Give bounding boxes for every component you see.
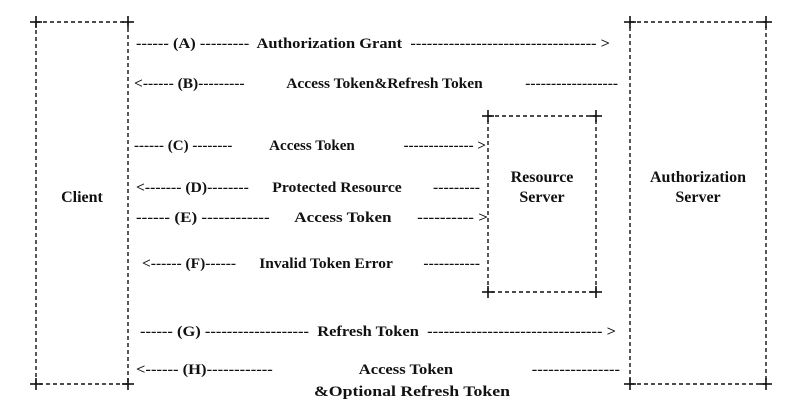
- resource-server-corner-marks: [482, 110, 602, 298]
- flow-d-protected-resource: <------- (D)-------- Protected Resource …: [136, 180, 480, 196]
- authorization-server-node: Authorization Server: [624, 16, 772, 390]
- resource-server-label-line1: Resource: [511, 169, 574, 186]
- flow-b-access-and-refresh-token: <------ (B)--------- Access Token&Refres…: [134, 76, 618, 92]
- flow-e-access-token-to-resource: ------ (E) ------------ Access Token ---…: [136, 210, 488, 226]
- flow-f-invalid-token-error: <------ (F)------ Invalid Token Error --…: [142, 256, 480, 272]
- flow-h-access-token: <------ (H)------------ Access Token ---…: [136, 362, 620, 378]
- flow-g-refresh-token: ------ (G) ------------------- Refresh T…: [140, 324, 616, 340]
- authorization-server-label-line2: Server: [675, 189, 720, 206]
- authorization-server-corner-marks: [624, 16, 772, 390]
- resource-server-label-line2: Server: [519, 189, 564, 206]
- resource-server-node: Resource Server: [482, 110, 602, 298]
- authorization-server-label-line1: Authorization: [650, 169, 746, 186]
- flow-a-authorization-grant: ------ (A) --------- Authorization Grant…: [136, 36, 610, 52]
- client-corner-marks: [30, 16, 134, 390]
- message-flows: ------ (A) --------- Authorization Grant…: [134, 36, 620, 400]
- client-node: Client: [30, 16, 134, 390]
- flow-c-access-token-to-resource: ------ (C) -------- Access Token -------…: [134, 138, 486, 154]
- flow-h-optional-refresh-token: &Optional Refresh Token: [314, 384, 511, 400]
- client-label: Client: [61, 189, 103, 206]
